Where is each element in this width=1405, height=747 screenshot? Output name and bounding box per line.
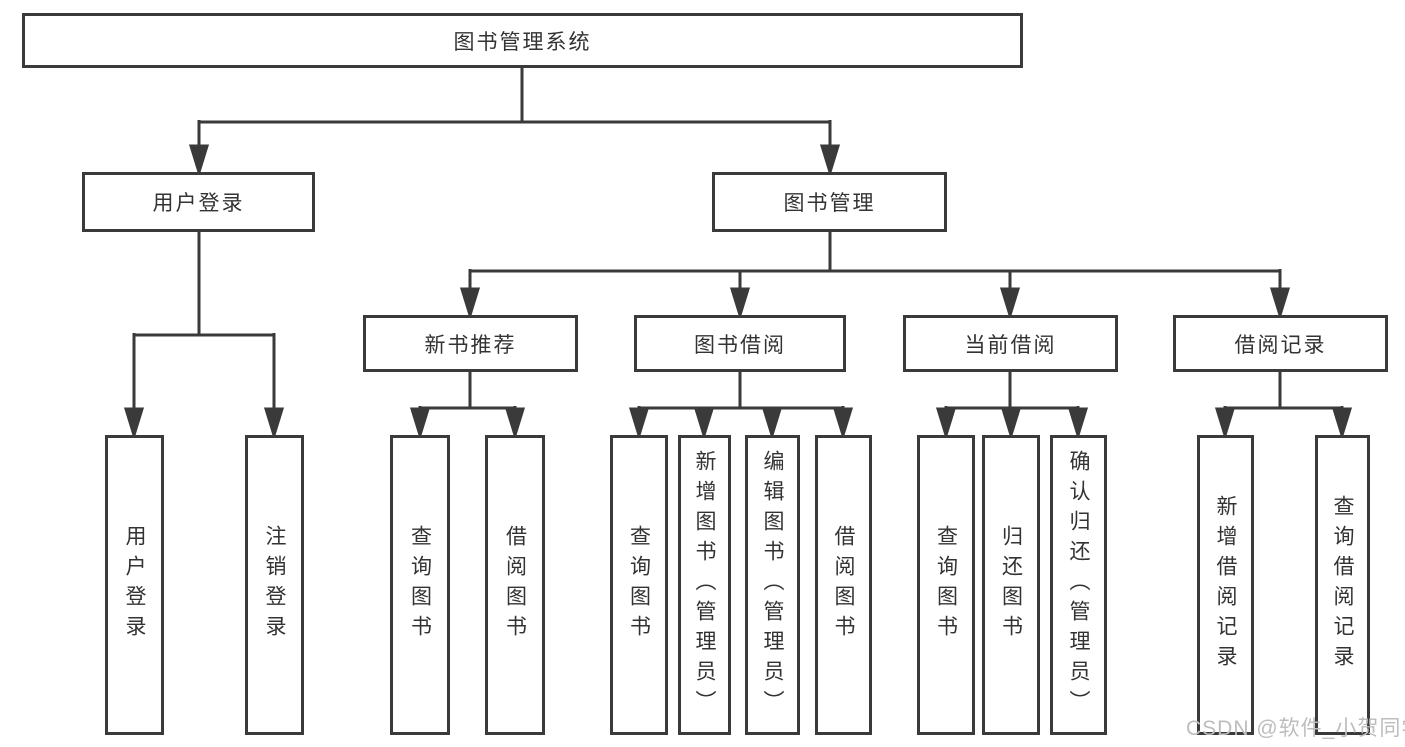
leaf-label: 新增图书（管理员） (693, 450, 716, 720)
node-book-management-branch: 图书管理 (712, 172, 947, 232)
leaf-label: 确认归还（管理员） (1067, 450, 1090, 720)
leaf-label: 查询图书 (934, 525, 958, 645)
leaf-label: 编辑图书（管理员） (761, 450, 784, 720)
leaf-label: 新增借阅记录 (1214, 495, 1237, 675)
leaf-user-login: 用户登录 (105, 435, 164, 735)
leaf-return-book: 归还图书 (982, 435, 1040, 735)
node-book-borrow: 图书借阅 (634, 315, 846, 372)
node-current-borrow: 当前借阅 (903, 315, 1118, 372)
leaf-confirm-return-admin: 确认归还（管理员） (1050, 435, 1107, 735)
leaf-label: 注销登录 (263, 525, 286, 645)
node-borrow-records: 借阅记录 (1173, 315, 1388, 372)
leaf-label: 归还图书 (999, 525, 1023, 645)
node-new-book-recommend: 新书推荐 (363, 315, 578, 372)
node-root-system: 图书管理系统 (22, 13, 1023, 68)
leaf-label: 用户登录 (123, 525, 146, 645)
node-label: 当前借阅 (964, 333, 1057, 357)
node-label: 图书管理 (783, 192, 876, 215)
leaf-query-borrow-record: 查询借阅记录 (1315, 435, 1370, 735)
leaf-label: 查询图书 (408, 525, 432, 645)
leaf-label: 查询借阅记录 (1331, 495, 1354, 675)
leaf-query-book-1: 查询图书 (390, 435, 450, 735)
leaf-borrow-book-1: 借阅图书 (485, 435, 545, 735)
node-root-label: 图书管理系统 (453, 30, 592, 54)
leaf-add-book-admin: 新增图书（管理员） (678, 435, 731, 735)
node-user-login-branch: 用户登录 (82, 172, 315, 232)
leaf-query-book-2: 查询图书 (610, 435, 668, 735)
leaf-label: 借阅图书 (503, 525, 527, 645)
leaf-label: 借阅图书 (832, 525, 855, 645)
leaf-borrow-book-2: 借阅图书 (815, 435, 872, 735)
node-label: 新书推荐 (424, 333, 517, 357)
leaf-add-borrow-record: 新增借阅记录 (1197, 435, 1254, 735)
leaf-query-book-3: 查询图书 (917, 435, 975, 735)
node-label: 图书借阅 (694, 333, 786, 357)
node-label: 借阅记录 (1234, 333, 1327, 357)
leaf-logout: 注销登录 (245, 435, 304, 735)
leaf-edit-book-admin: 编辑图书（管理员） (745, 435, 800, 735)
node-label: 用户登录 (152, 192, 245, 215)
csdn-watermark: CSDN @软件_小贺同学 (1186, 717, 1405, 740)
leaf-label: 查询图书 (627, 525, 651, 645)
